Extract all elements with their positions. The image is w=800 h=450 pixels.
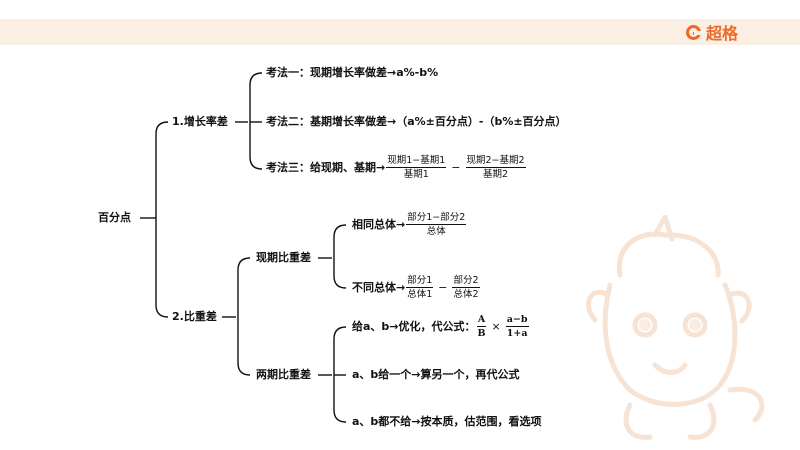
proportion-label: 2.比重差 — [172, 310, 217, 323]
node-method-3: 考法三：给现期、基期→ 现期1−基期1 基期1 − 现期2−基期2 基期2 — [266, 155, 527, 180]
node-current-proportion-difference: 现期比重差 — [256, 251, 311, 265]
fraction-denominator: 1+a — [506, 328, 528, 339]
root-label: 百分点 — [98, 211, 131, 224]
node-two-period-item-1: 给a、b→优化，代公式： A B × a−b 1+a — [352, 314, 530, 339]
different-total-fraction-2: 部分2 总体2 — [452, 275, 480, 300]
fraction-denominator: B — [477, 328, 486, 339]
fraction-denominator: 基期1 — [403, 169, 429, 180]
method-3-fraction-1: 现期1−基期1 基期1 — [386, 155, 447, 180]
item-1-prefix: 给a、b→优化，代公式： — [352, 319, 476, 333]
node-two-period-item-2: a、b给一个→算另一个，再代公式 — [352, 368, 520, 382]
same-total-prefix: 相同总体→ — [352, 217, 406, 231]
formula-fraction-rate: a−b 1+a — [505, 314, 529, 339]
fraction-denominator: 总体 — [426, 226, 446, 237]
method-3-prefix: 考法三：给现期、基期→ — [266, 160, 386, 174]
growth-rate-label: 1.增长率差 — [172, 115, 228, 128]
fraction-denominator: 基期2 — [483, 169, 509, 180]
node-method-1: 考法一：现期增长率做差→a%-b% — [266, 66, 438, 80]
fraction-numerator: 部分1−部分2 — [406, 212, 467, 225]
item-2-text: a、b给一个→算另一个，再代公式 — [352, 368, 520, 381]
brand-logo: 超格 — [686, 21, 738, 43]
different-total-fraction-1: 部分1 总体1 — [406, 275, 434, 300]
minus-sign: − — [451, 160, 461, 174]
header-bar — [0, 19, 800, 45]
node-same-total: 相同总体→ 部分1−部分2 总体 — [352, 212, 467, 237]
item-3-text: a、b都不给→按本质，估范围，看选项 — [352, 415, 542, 428]
fraction-numerator: 部分2 — [452, 275, 480, 288]
node-method-2: 考法二：基期增长率做差→（a%±百分点）-（b%±百分点） — [266, 115, 567, 129]
root-node-percentage-points: 百分点 — [98, 211, 131, 225]
node-two-period-proportion-difference: 两期比重差 — [256, 368, 311, 382]
method-1-text: 考法一：现期增长率做差→a%-b% — [266, 66, 439, 79]
node-proportion-difference: 2.比重差 — [172, 310, 217, 324]
fraction-numerator: a−b — [505, 314, 529, 327]
method-3-fraction-2: 现期2−基期2 基期2 — [465, 155, 526, 180]
different-total-prefix: 不同总体→ — [352, 280, 406, 294]
times-sign: × — [491, 319, 501, 333]
fraction-numerator: 部分1 — [406, 275, 434, 288]
current-proportion-label: 现期比重差 — [256, 251, 311, 264]
brand-name: 超格 — [706, 24, 739, 43]
fraction-numerator: 现期1−基期1 — [386, 155, 447, 168]
two-period-label: 两期比重差 — [256, 368, 311, 381]
unicorn-mascot-watermark — [586, 215, 765, 440]
fraction-denominator: 总体1 — [407, 289, 433, 300]
formula-fraction-a-over-b: A B — [476, 314, 487, 339]
minus-sign: − — [438, 280, 448, 294]
node-different-total: 不同总体→ 部分1 总体1 − 部分2 总体2 — [352, 275, 481, 300]
header-bar-cap — [772, 19, 800, 45]
method-2-text: 考法二：基期增长率做差→（a%±百分点）-（b%±百分点） — [266, 115, 567, 128]
brand-g-icon — [686, 24, 701, 40]
fraction-numerator: A — [476, 314, 487, 327]
same-total-fraction: 部分1−部分2 总体 — [406, 212, 467, 237]
node-growth-rate-difference: 1.增长率差 — [172, 115, 228, 129]
fraction-denominator: 总体2 — [453, 289, 479, 300]
fraction-numerator: 现期2−基期2 — [465, 155, 526, 168]
node-two-period-item-3: a、b都不给→按本质，估范围，看选项 — [352, 415, 542, 429]
